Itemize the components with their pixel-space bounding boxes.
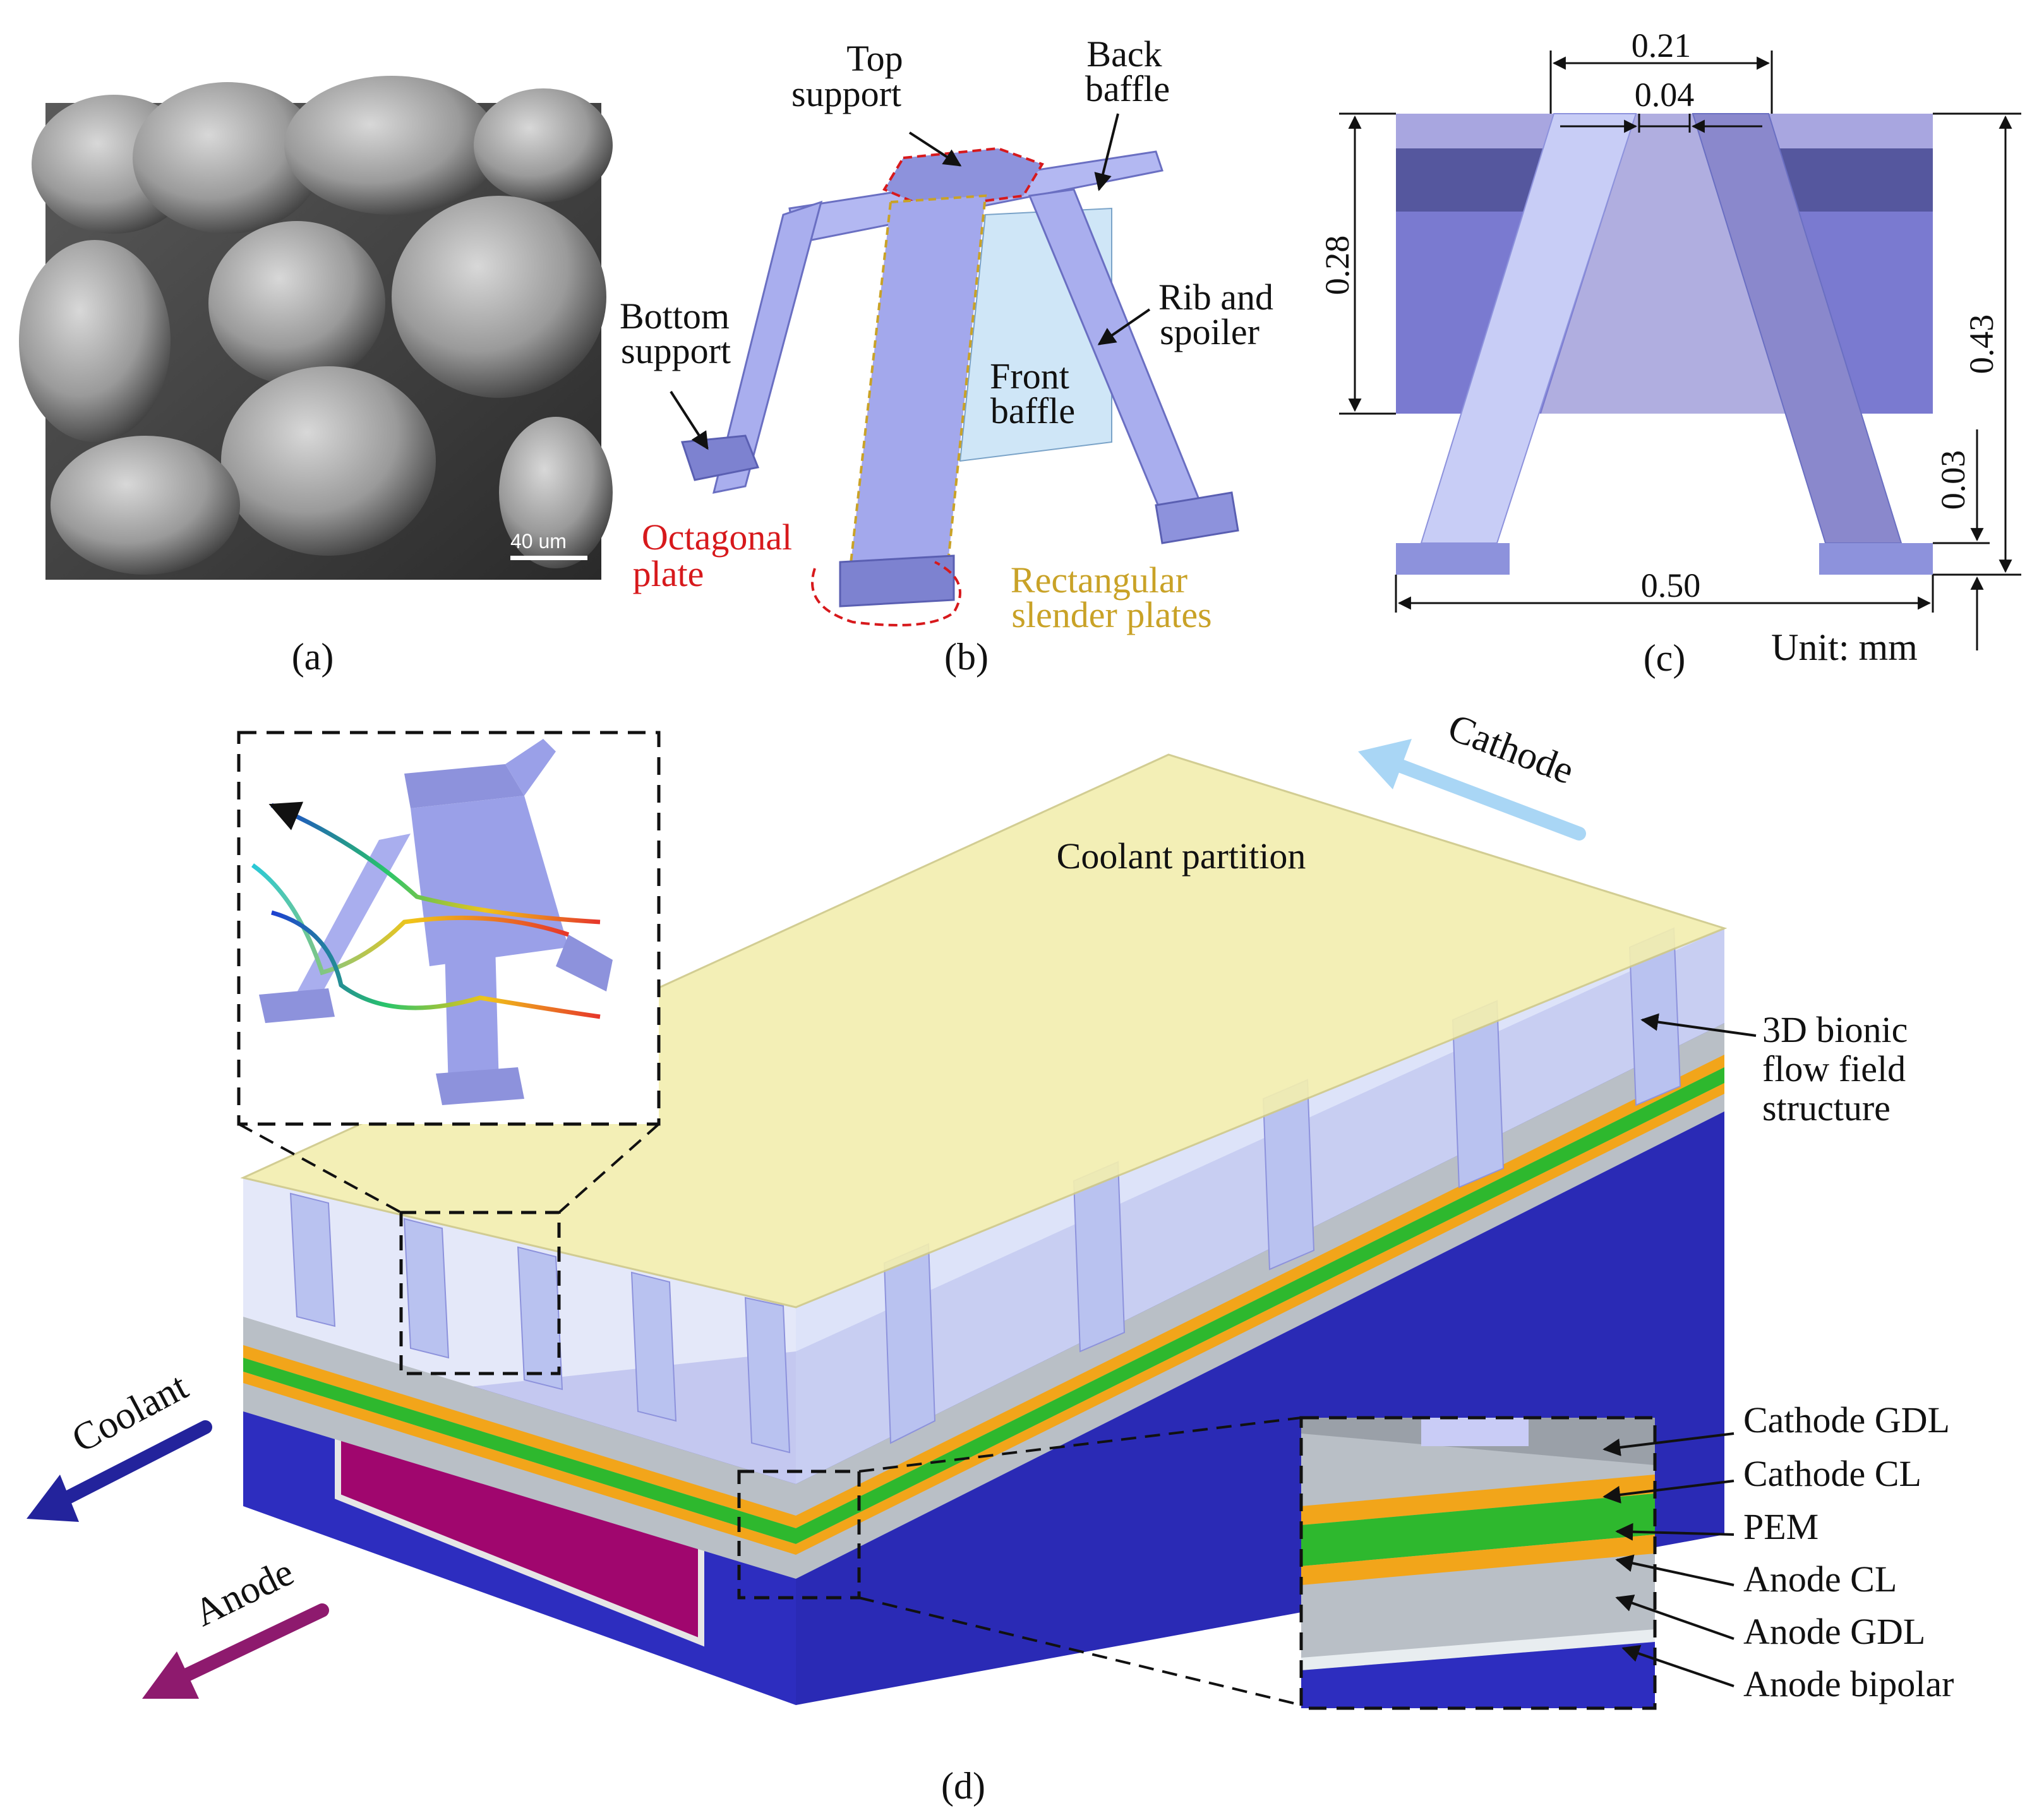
svg-text:slender plates: slender plates bbox=[1011, 594, 1211, 635]
scale-bar-label: 40 um bbox=[510, 530, 567, 553]
svg-text:Rectangular: Rectangular bbox=[1011, 560, 1187, 601]
cathode-arrow: Cathode bbox=[1358, 706, 1586, 841]
label-rectangular-plates: Rectangular slender plates bbox=[1011, 560, 1212, 635]
layers-inset bbox=[1299, 1416, 1657, 1710]
panel-a: 40 um (a) bbox=[19, 76, 613, 678]
svg-text:support: support bbox=[621, 330, 731, 371]
label-front-baffle: Front baffle bbox=[990, 356, 1075, 431]
right-foot bbox=[1819, 543, 1933, 575]
svg-text:plate: plate bbox=[633, 553, 704, 594]
label-bottom-support: Bottom support bbox=[620, 296, 731, 450]
svg-text:Top: Top bbox=[846, 38, 903, 79]
label-rib-spoiler: Rib and spoiler bbox=[1097, 277, 1273, 352]
svg-text:Bottom: Bottom bbox=[620, 296, 730, 337]
inset-flow-streamlines bbox=[251, 801, 601, 1019]
panel-b: Top support Back baffle Bottom support R… bbox=[620, 33, 1273, 678]
svg-text:Rib and: Rib and bbox=[1158, 277, 1273, 318]
svg-text:Front: Front bbox=[990, 356, 1069, 397]
mea-front-cl-top bbox=[243, 1345, 796, 1528]
scale-bar bbox=[510, 556, 587, 560]
dim-gap: 0.04 bbox=[1635, 76, 1695, 114]
label-back-baffle: Back baffle bbox=[1085, 33, 1170, 191]
unit-label: Unit: mm bbox=[1771, 626, 1918, 668]
layer-label-anode-gdl: Anode GDL bbox=[1743, 1611, 1925, 1652]
zoom-connector-1 bbox=[238, 1123, 402, 1214]
layer-labels: Cathode GDL Cathode CL PEM Anode CL Anod… bbox=[1602, 1399, 1954, 1704]
svg-text:flow field: flow field bbox=[1762, 1048, 1906, 1089]
bottom-support-right bbox=[1155, 491, 1239, 544]
dim-total-height: 0.43 bbox=[1963, 314, 2000, 374]
svg-text:support: support bbox=[791, 73, 901, 114]
zoom-source-structure bbox=[399, 1211, 561, 1375]
svg-text:baffle: baffle bbox=[990, 390, 1075, 431]
sem-microstructures bbox=[19, 76, 613, 575]
layer-label-cathode-cl: Cathode CL bbox=[1743, 1453, 1921, 1494]
zoom-source-layers bbox=[737, 1470, 861, 1600]
svg-text:Back: Back bbox=[1086, 33, 1162, 75]
layer-label-pem: PEM bbox=[1743, 1506, 1819, 1547]
dim-foot-height: 0.03 bbox=[1934, 450, 1972, 510]
left-foot bbox=[1396, 543, 1510, 575]
label-top-support: Top support bbox=[791, 38, 962, 167]
svg-text:baffle: baffle bbox=[1085, 68, 1170, 109]
flow-field-pillars bbox=[289, 927, 1681, 1454]
mea-front-cl-bottom bbox=[243, 1372, 796, 1555]
dimension-lines bbox=[1339, 51, 2021, 650]
caption-d: (d) bbox=[941, 1765, 985, 1807]
mea-right-pem bbox=[796, 1067, 1724, 1544]
left-rib bbox=[712, 200, 823, 494]
caption-c: (c) bbox=[1644, 637, 1686, 679]
layer-label-anode-bipolar: Anode bipolar bbox=[1743, 1663, 1954, 1704]
mea-right-cl-bottom bbox=[796, 1083, 1724, 1555]
caption-a: (a) bbox=[292, 636, 334, 678]
layer-label-anode-cl: Anode CL bbox=[1743, 1559, 1897, 1600]
zoom-connector-2 bbox=[558, 1123, 660, 1214]
coolant-partition-label: Coolant partition bbox=[1057, 835, 1306, 877]
coolant-arrow: Coolant bbox=[27, 1365, 212, 1522]
svg-text:spoiler: spoiler bbox=[1160, 311, 1259, 352]
octagonal-plate-outline bbox=[811, 561, 961, 626]
svg-text:Octagonal: Octagonal bbox=[642, 517, 792, 558]
layer-label-cathode-gdl: Cathode GDL bbox=[1743, 1399, 1950, 1440]
panel-d: Coolant partition bbox=[27, 706, 1954, 1807]
label-octagonal-plate: Octagonal plate bbox=[633, 517, 793, 594]
zoom-connector-3 bbox=[858, 1416, 1302, 1473]
dim-baffle-height: 0.28 bbox=[1318, 236, 1356, 296]
svg-text:structure: structure bbox=[1762, 1087, 1891, 1129]
anode-arrow: Anode bbox=[142, 1550, 329, 1699]
top-support-plate bbox=[882, 147, 1044, 210]
caption-b: (b) bbox=[944, 636, 989, 678]
dim-top-width: 0.21 bbox=[1632, 27, 1692, 64]
svg-text:3D bionic: 3D bionic bbox=[1762, 1009, 1908, 1050]
center-foot bbox=[839, 554, 955, 608]
label-flow-field: 3D bionic flow field structure bbox=[1640, 1009, 1908, 1129]
cathode-label: Cathode bbox=[1443, 706, 1580, 793]
panel-c: 0.21 0.04 0.28 0.43 0.03 0.50 Unit: mm (… bbox=[1318, 27, 2021, 679]
dim-base-width: 0.50 bbox=[1641, 566, 1701, 604]
zoom-connector-4 bbox=[858, 1596, 1302, 1706]
mea-front-pem bbox=[243, 1358, 796, 1544]
rectangular-slender-plate bbox=[848, 194, 987, 577]
front-baffle-view bbox=[1541, 114, 1788, 414]
coolant-partition bbox=[240, 753, 1728, 1308]
